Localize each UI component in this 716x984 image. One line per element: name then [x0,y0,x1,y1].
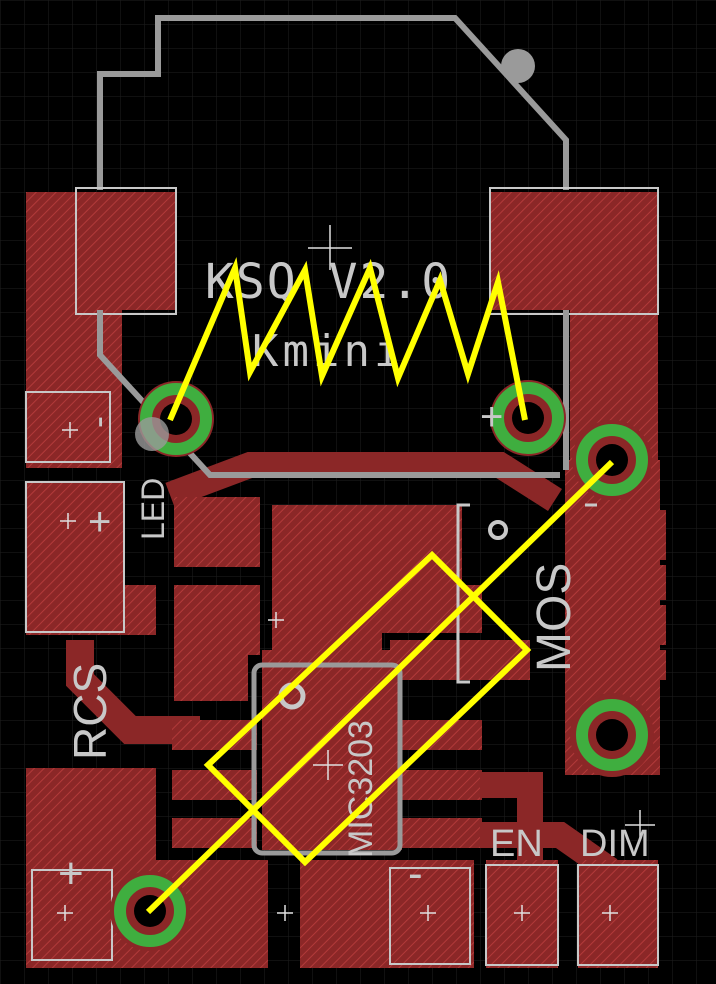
inductor-symbol [167,256,528,422]
label-ic: MIC3203 [342,720,380,858]
label-rcs: RCS [64,663,116,760]
trace-rcs [66,640,200,744]
ic-pin-right-3 [402,818,482,848]
diode-wire [145,459,615,915]
label-en: EN [490,823,543,865]
label-dim: DIM [580,823,650,865]
pad-left-mid-ext [26,585,156,635]
label-mos: MOS [528,563,581,672]
pad-ic-body [262,650,402,850]
silk-box-dim [577,864,659,966]
silk-box-bottom-center [389,867,471,965]
via-coil-ring [492,382,564,454]
silk-box-top-right [489,187,659,315]
diode-body [203,550,532,867]
label-minus-top: - [77,416,118,428]
label-plus-left: + [88,500,111,544]
mos-pin-marker [488,520,508,540]
pad-dim [578,860,658,968]
marker-9 [602,905,618,921]
marker-7 [420,905,436,921]
silk-box-left-mid [25,481,125,633]
pad-bottom-center [300,860,474,968]
board-corner-hole [501,49,535,83]
pad-mos-stripe-2 [620,565,666,600]
pad-top-left-stem [26,300,122,468]
marker-2 [62,422,78,438]
trace-dim [480,822,618,881]
marker-10 [625,810,655,840]
via-coil-hole [512,402,544,434]
pad-mos-stripe-3 [620,605,666,645]
pad-r1 [174,497,260,567]
silk-box-top-left [75,187,177,315]
marker-5 [57,905,73,921]
silk-mos-bracket [456,503,470,684]
silk-box-left [25,391,111,463]
board-title: KSQ V2.0 [205,254,452,310]
silk-box-en [485,864,559,966]
label-plus-top: + [480,395,503,439]
via-mos-ring [576,699,648,771]
silk-ic-outline [251,662,403,856]
board-outline [97,15,569,190]
pad-r2 [174,585,260,655]
pad-top-right [490,192,658,310]
trace-upper-mid [165,452,562,511]
pad-top-left [26,192,176,310]
marker-4 [313,750,343,780]
origin-markers [57,225,655,921]
annotation-overlay [145,256,615,915]
via-bottom-left-ring [114,875,186,947]
via-led-minus-hole [160,403,192,435]
pad-mos-stripe-1 [620,510,666,560]
pad-center-right [382,585,482,633]
pad-center-top [272,505,462,585]
marker-11 [268,612,284,628]
marker-6 [277,905,293,921]
marker-3 [60,513,76,529]
via-led-minus-dot [135,417,169,451]
pad-r3 [174,655,248,701]
marker-8 [514,905,530,921]
via-mos-hole [596,719,628,751]
marker-1 [308,225,352,270]
ic-pin-right-2 [402,770,482,800]
via-top-right-ring [576,424,648,496]
label-plus-bottom: + [58,849,84,898]
label-led: LED [135,478,171,540]
pad-mos-stripe-4 [620,650,666,680]
vias [110,380,654,951]
label-minus-bottom: - [408,849,423,898]
